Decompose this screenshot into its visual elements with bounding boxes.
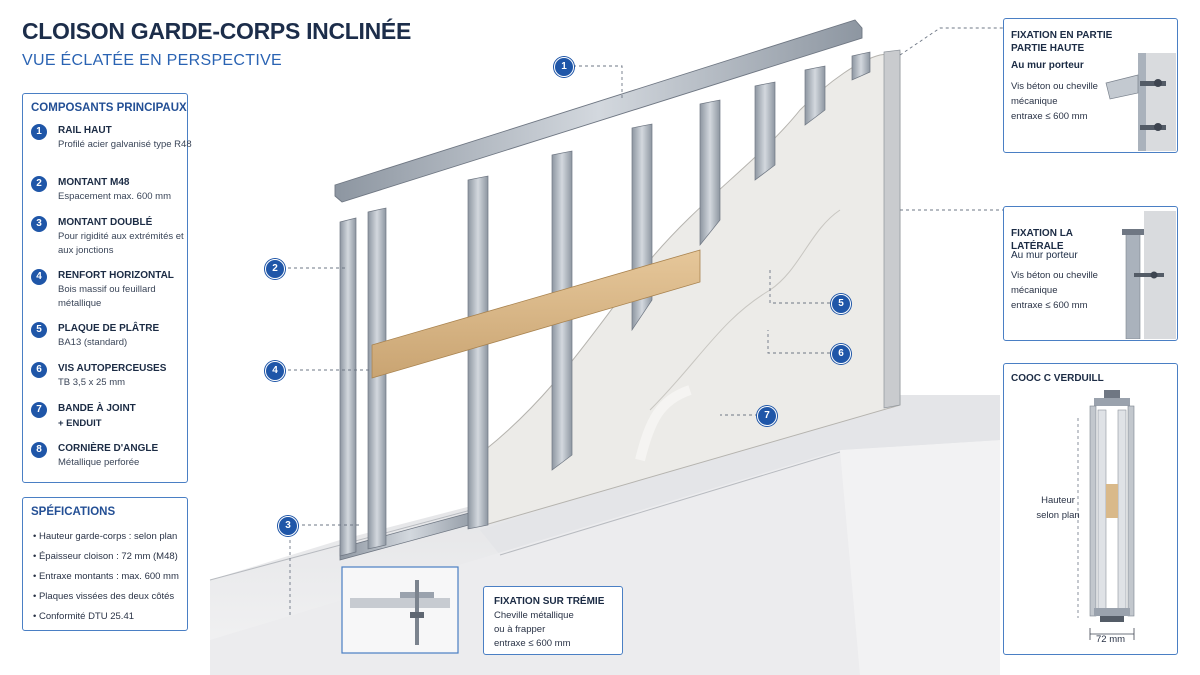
component-number: 6 <box>31 362 47 378</box>
callout-bottom-title: FIXATION SUR TRÉMIE <box>494 596 605 607</box>
section-width-label: 72 mm <box>1096 634 1126 645</box>
component-number: 1 <box>31 124 47 140</box>
component-desc: Métallique perforée <box>58 457 140 468</box>
callout-side-text-1: Vis béton ou cheville <box>1011 270 1098 281</box>
component-item-5: 5 PLAQUE DE PLÂTRE BA13 (standard) <box>31 322 191 356</box>
anchor-detail-icon <box>350 580 450 645</box>
component-name: BANDE À JOINT <box>58 403 136 414</box>
marker-4[interactable]: 4 <box>265 361 285 381</box>
component-item-8: 8 CORNIÈRE D'ANGLE Métallique perforée <box>31 442 191 476</box>
side-anchor-icon <box>1122 211 1176 339</box>
component-number: 5 <box>31 322 47 338</box>
component-desc: Pour rigidité aux extrémités et aux jonc… <box>58 231 184 256</box>
component-item-7: 7 BANDE À JOINT + ENDUIT <box>31 402 191 436</box>
spec-item: • Plaques vissées des deux côtés <box>33 591 175 602</box>
component-name: RENFORT HORIZONTAL <box>58 270 174 281</box>
component-number: 2 <box>31 176 47 192</box>
component-name: MONTANT M48 <box>58 177 130 188</box>
callout-bottom-fixing: FIXATION SUR TRÉMIE Cheville métallique … <box>483 586 623 655</box>
component-item-1: 1 RAIL HAUT Profilé acier galvanisé type… <box>31 124 192 168</box>
component-desc: BA13 (standard) <box>58 337 128 348</box>
wall-anchor-icon <box>1105 53 1176 151</box>
component-number: 8 <box>31 442 47 458</box>
component-desc: + ENDUIT <box>58 418 102 429</box>
component-name: MONTANT DOUBLÉ <box>58 217 153 228</box>
callout-top-title-2: PARTIE HAUTE <box>1011 43 1085 54</box>
page-subtitle: VUE ÉCLATÉE EN PERSPECTIVE <box>22 52 283 69</box>
component-number: 7 <box>31 402 47 418</box>
marker-6[interactable]: 6 <box>831 344 851 364</box>
section-drawing <box>1077 390 1135 640</box>
spec-text: Hauteur garde-corps : selon plan <box>38 531 178 542</box>
marker-7[interactable]: 7 <box>757 406 777 426</box>
marker-3[interactable]: 3 <box>278 516 298 536</box>
callout-side-sub: Au mur porteur <box>1011 250 1078 261</box>
component-desc: Bois massif ou feuillard métallique <box>58 284 156 309</box>
component-desc: TB 3,5 x 25 mm <box>58 377 126 388</box>
height-label-2: selon plan <box>1036 510 1080 521</box>
callout-side-title-2: LATÉRALE <box>1011 241 1064 252</box>
components-panel: COMPOSANTS PRINCIPAUX 1 RAIL HAUT Profil… <box>22 93 192 483</box>
component-number: 3 <box>31 216 47 232</box>
specifications-panel: SPÉFICATIONS • Hauteur garde-corps : sel… <box>22 497 188 631</box>
callout-top-sub: Au mur porteur <box>1011 60 1084 71</box>
callout-section: COOC C VERDUILL Hauteur selon plan 72 mm <box>1003 363 1178 655</box>
component-name: RAIL HAUT <box>58 125 112 136</box>
callout-side-text-2: mécanique <box>1011 285 1058 296</box>
callout-top-text-1: Vis béton ou cheville <box>1011 81 1098 92</box>
specifications-heading: SPÉFICATIONS <box>31 506 116 518</box>
callout-top-fixing: FIXATION EN PARTIE PARTIE HAUTE Au mur p… <box>1003 18 1178 153</box>
spec-text: Conformité DTU 25.41 <box>38 611 135 622</box>
callout-bottom-text-3: entraxe ≤ 600 mm <box>494 638 571 649</box>
component-name: CORNIÈRE D'ANGLE <box>58 443 159 454</box>
callout-section-title: COOC C VERDUILL <box>1011 373 1104 384</box>
spec-item: • Conformité DTU 25.41 <box>33 611 135 622</box>
component-item-3: 3 MONTANT DOUBLÉ Pour rigidité aux extré… <box>31 216 191 260</box>
callout-bottom-text-2: ou à frapper <box>494 624 546 635</box>
component-name: PLAQUE DE PLÂTRE <box>58 323 160 334</box>
spec-text: Plaques vissées des deux côtés <box>38 591 175 602</box>
marker-2[interactable]: 2 <box>265 259 285 279</box>
spec-text: Entraxe montants : max. 600 mm <box>38 571 179 582</box>
spec-item: • Entraxe montants : max. 600 mm <box>33 571 179 582</box>
marker-1[interactable]: 1 <box>554 57 574 77</box>
component-desc: Espacement max. 600 mm <box>58 191 171 202</box>
page-title: CLOISON GARDE-CORPS INCLINÉE <box>22 18 412 44</box>
component-number: 4 <box>31 269 47 285</box>
component-item-4: 4 RENFORT HORIZONTAL Bois massif ou feui… <box>31 269 191 313</box>
callout-top-title-1: FIXATION EN PARTIE <box>1011 30 1113 41</box>
timber-reinforcement <box>371 249 701 379</box>
spec-item: • Épaisseur cloison : 72 mm (M48) <box>33 551 178 562</box>
detail-box-bottom <box>341 566 459 654</box>
height-label-1: Hauteur <box>1041 495 1075 506</box>
callout-side-fixing: FIXATION LA LATÉRALE Au mur porteur Vis … <box>1003 206 1178 341</box>
spec-item: • Hauteur garde-corps : selon plan <box>33 531 178 542</box>
component-name: VIS AUTOPERCEUSES <box>58 363 167 374</box>
callout-top-text-3: entraxe ≤ 600 mm <box>1011 111 1088 122</box>
callout-top-text-2: mécanique <box>1011 96 1058 107</box>
top-rail <box>334 19 863 203</box>
components-heading: COMPOSANTS PRINCIPAUX <box>31 102 187 114</box>
marker-5[interactable]: 5 <box>831 294 851 314</box>
spec-text: Épaisseur cloison : 72 mm (M48) <box>38 551 178 562</box>
callout-side-text-3: entraxe ≤ 600 mm <box>1011 300 1088 311</box>
section-height-label: Hauteur selon plan <box>1036 493 1080 523</box>
component-item-6: 6 VIS AUTOPERCEUSES TB 3,5 x 25 mm <box>31 362 191 396</box>
callout-side-title-1: FIXATION LA <box>1011 228 1074 239</box>
callout-bottom-text-1: Cheville métallique <box>494 610 574 621</box>
component-desc: Profilé acier galvanisé type R48 <box>58 139 192 150</box>
metal-studs <box>339 51 871 557</box>
component-item-2: 2 MONTANT M48 Espacement max. 600 mm <box>31 176 191 212</box>
